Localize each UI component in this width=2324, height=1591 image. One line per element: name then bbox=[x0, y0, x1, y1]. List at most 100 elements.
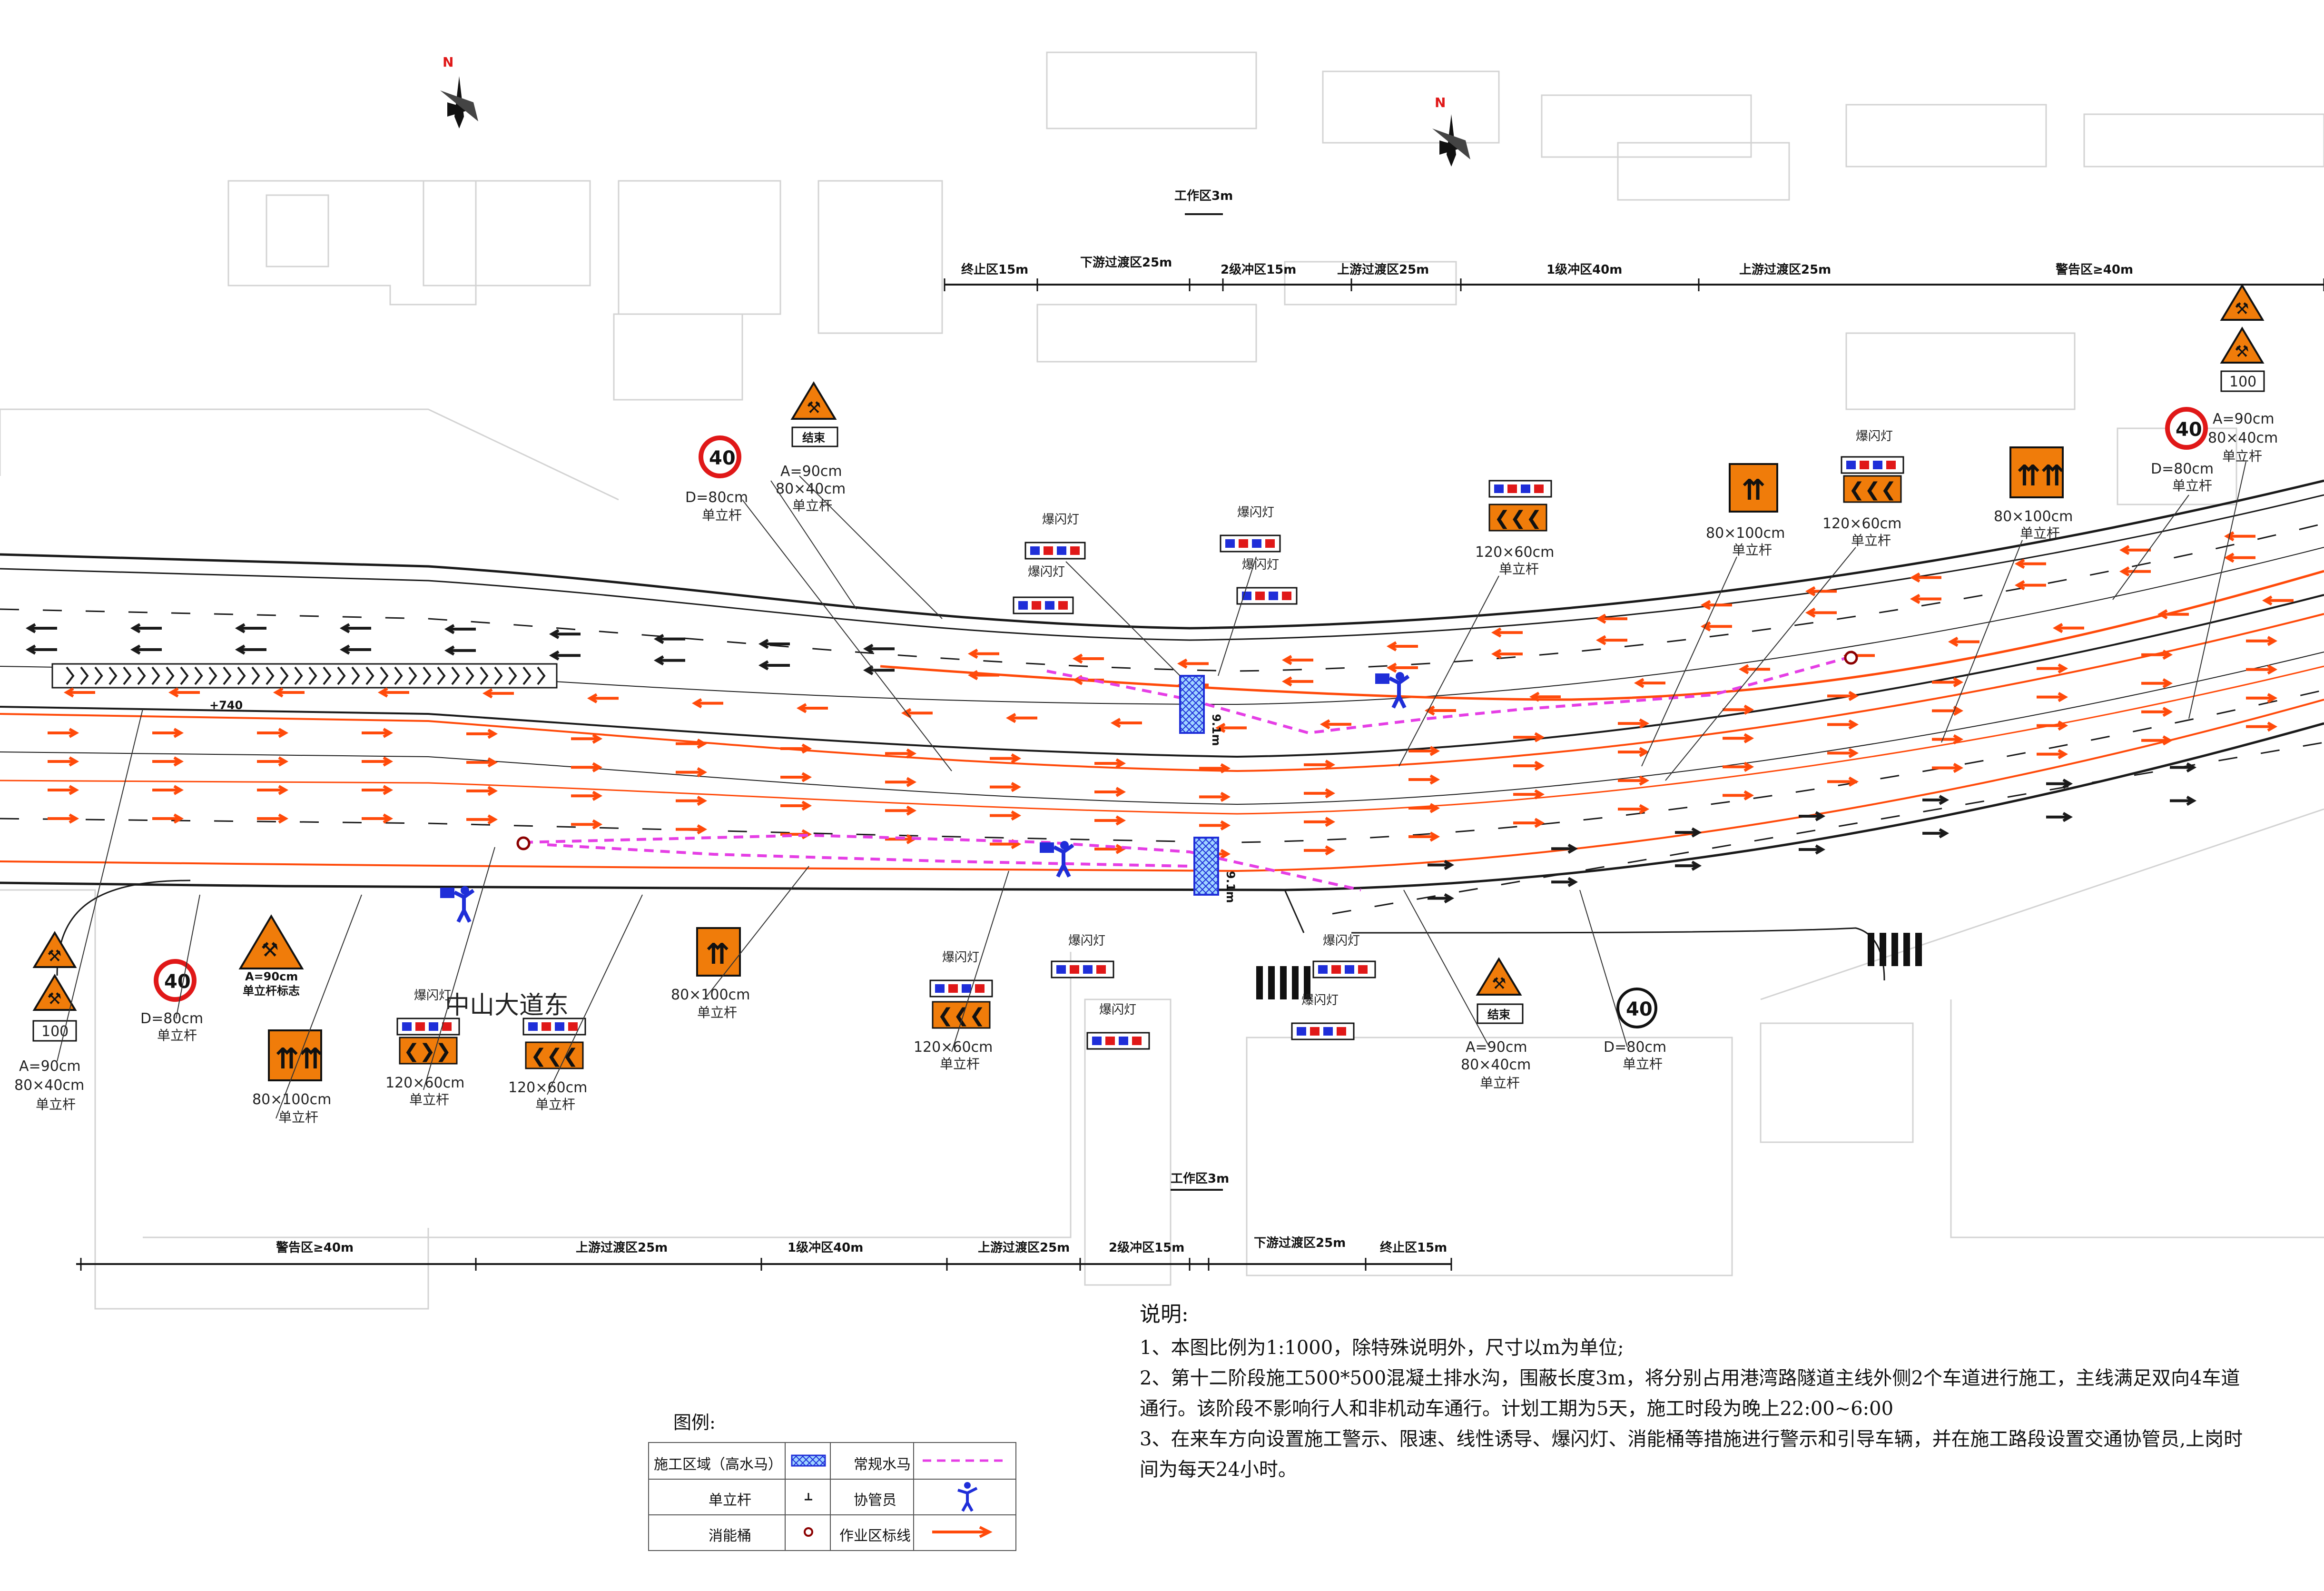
lane-arrow bbox=[1408, 774, 1440, 785]
svg-text:❮❮❮: ❮❮❮ bbox=[937, 1005, 985, 1027]
legend-pole-label: 单立杆 bbox=[709, 1492, 751, 1509]
note-line-2: 2、第十二阶段施工500*500混凝土排水沟，围蔽长度3m，将分别占用港湾路隧道… bbox=[1140, 1367, 2240, 1420]
lane-arrow bbox=[1948, 636, 1979, 647]
lane-arrow bbox=[168, 687, 200, 698]
work-warning-sign-southwest: ⚒ A=90cm 单立杆标志 bbox=[238, 914, 304, 998]
svg-text:单立杆: 单立杆 bbox=[409, 1092, 449, 1107]
building-outlines bbox=[0, 51, 2324, 1310]
lane-arrow bbox=[676, 738, 708, 749]
svg-text:爆闪灯: 爆闪灯 bbox=[414, 988, 451, 1003]
svg-text:❮❮❮: ❮❮❮ bbox=[1494, 507, 1542, 529]
lane-arrow bbox=[1491, 649, 1523, 659]
svg-text:单立杆: 单立杆 bbox=[2172, 478, 2212, 494]
legend-work-zone-label: 施工区域（高水马） bbox=[654, 1456, 782, 1473]
lane-arrow bbox=[1723, 704, 1754, 715]
lane-arrow bbox=[377, 687, 409, 698]
lane-arrow bbox=[2046, 779, 2073, 789]
north-arrow-icon: N bbox=[440, 54, 478, 128]
svg-text:80×100cm: 80×100cm bbox=[1994, 508, 2073, 525]
zone-bot-2: 上游过渡区25m bbox=[576, 1240, 668, 1255]
svg-text:⚒: ⚒ bbox=[261, 938, 279, 961]
svg-text:40: 40 bbox=[709, 447, 736, 469]
lane-arrow bbox=[1910, 593, 1941, 604]
chevron-sign-north-2: 爆闪灯 ❮❮❮ 120×60cm 单立杆 bbox=[1822, 429, 1904, 548]
lane-arrow bbox=[1005, 713, 1037, 723]
lane-arrow bbox=[1910, 572, 1941, 583]
lane-arrow bbox=[2037, 692, 2068, 702]
chevron-sign-south-1: 爆闪灯 ❮❯❯ 120×60cm 单立杆 bbox=[385, 988, 464, 1107]
lane-arrow bbox=[2246, 721, 2278, 732]
roadway bbox=[0, 479, 2324, 981]
lane-arrow bbox=[1094, 844, 1126, 854]
speed-limit-sign-north: 40 D=80cm 单立杆 bbox=[685, 435, 748, 523]
legend-bucket-icon bbox=[804, 1527, 813, 1537]
lane-arrow bbox=[1513, 732, 1545, 742]
lane-arrow bbox=[257, 813, 289, 824]
lane-arrow bbox=[1799, 844, 1826, 855]
lane-arrow bbox=[2046, 812, 2073, 822]
note-line-1: 1、本图比例为1:1000，除特殊说明外，尺寸以m为单位; bbox=[1140, 1337, 1624, 1359]
lane-arrow bbox=[48, 813, 79, 824]
legend-bucket-label: 消能桶 bbox=[709, 1528, 751, 1544]
lane-arrow bbox=[466, 786, 498, 796]
lane-arrow bbox=[152, 756, 184, 767]
svg-text:120×60cm: 120×60cm bbox=[1475, 544, 1554, 561]
lane-arrow bbox=[466, 757, 498, 768]
lane-arrow bbox=[63, 687, 95, 698]
lane-arrow bbox=[2170, 795, 2197, 806]
lane-arrow bbox=[1513, 761, 1545, 771]
svg-text:A=90cm: A=90cm bbox=[245, 970, 298, 983]
zone-top-7: 警告区≥40m bbox=[2056, 262, 2133, 277]
svg-text:80×100cm: 80×100cm bbox=[1706, 525, 1785, 542]
lane-arrow bbox=[1618, 775, 1650, 786]
lane-arrow bbox=[571, 791, 603, 801]
end-sign-north: ⚒ 结束 bbox=[790, 381, 838, 447]
lane-arrow bbox=[1805, 586, 1837, 596]
flash-lamp-group-south-1: 爆闪灯 爆闪灯 bbox=[1051, 934, 1150, 1050]
lane-arrow bbox=[1551, 877, 1578, 887]
svg-text:120×60cm: 120×60cm bbox=[1822, 515, 1901, 532]
lane-arrow bbox=[362, 728, 394, 738]
lane-arrow bbox=[130, 644, 162, 655]
legend-water-barrier-label: 常规水马 bbox=[854, 1456, 911, 1473]
lane-arrow bbox=[1799, 811, 1826, 821]
lane-arrow bbox=[885, 777, 917, 787]
lane-arrow bbox=[1094, 787, 1126, 797]
svg-text:单立杆: 单立杆 bbox=[36, 1097, 76, 1112]
lane-arrow bbox=[549, 629, 581, 639]
flash-lamp-group-north-2: 爆闪灯 爆闪灯 bbox=[1220, 505, 1298, 605]
svg-text:单立杆: 单立杆 bbox=[1499, 561, 1539, 577]
svg-text:爆闪灯: 爆闪灯 bbox=[942, 950, 979, 965]
lane-arrow bbox=[2141, 650, 2173, 660]
notes-title: 说明: bbox=[1140, 1302, 1189, 1326]
zone-dimension-top: 终止区15m 下游过渡区25m 2级冲区15m 上游过渡区25m 1级冲区40m… bbox=[944, 189, 2324, 291]
chevron-sign-north-1: ❮❮❮ 120×60cm 单立杆 bbox=[1475, 480, 1554, 577]
lane-arrow bbox=[1424, 705, 1456, 716]
median-chevron-strip bbox=[51, 663, 558, 689]
zone-top-2: 下游过渡区25m bbox=[1080, 255, 1172, 270]
lane-arrow bbox=[48, 728, 79, 738]
width-label-north: 9.1m bbox=[1210, 714, 1223, 746]
lane-arrow bbox=[48, 785, 79, 795]
svg-text:爆闪灯: 爆闪灯 bbox=[1099, 1003, 1136, 1017]
lane-arrow bbox=[676, 795, 708, 806]
warning-sign-southwest: ⚒ ⚒ 100 A=90cm 80×40cm 单立杆 bbox=[14, 931, 84, 1112]
lane-arrow bbox=[152, 813, 184, 824]
lane-arrow bbox=[1513, 818, 1545, 828]
lane-arrow bbox=[1094, 815, 1126, 826]
lane-arrow bbox=[235, 644, 266, 655]
lane-arrow bbox=[1177, 658, 1209, 669]
zone-bot-6: 下游过渡区25m bbox=[1254, 1235, 1346, 1250]
end-sign-south: ⚒ 结束 A=90cm 80×40cm 单立杆 bbox=[1461, 957, 1531, 1091]
zone-bot-3: 1级冲区40m bbox=[788, 1240, 863, 1255]
lane-arrow bbox=[2052, 623, 2084, 633]
svg-text:单立杆标志: 单立杆标志 bbox=[243, 984, 300, 998]
svg-text:单立杆: 单立杆 bbox=[1851, 533, 1891, 548]
traffic-warden-icon bbox=[440, 886, 475, 923]
svg-text:N: N bbox=[1435, 95, 1446, 110]
width-label-south: 9.1m bbox=[1224, 871, 1237, 903]
lane-arrow bbox=[257, 728, 289, 738]
zone-bot-7: 终止区15m bbox=[1380, 1240, 1447, 1255]
lane-arrow bbox=[362, 813, 394, 824]
